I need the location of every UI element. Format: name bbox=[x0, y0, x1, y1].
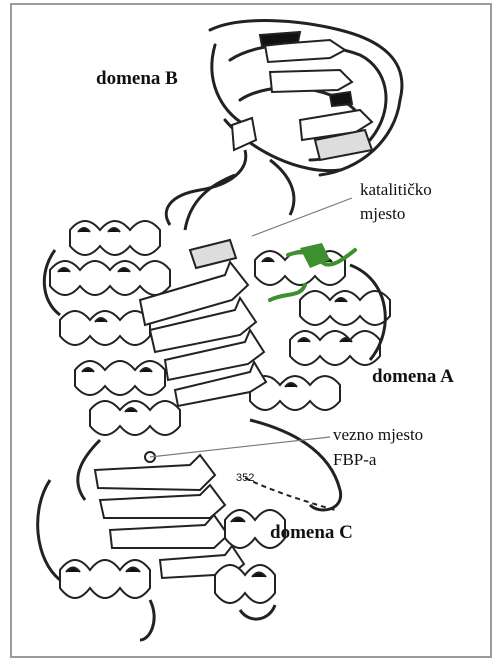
domain-a-label: domena A bbox=[372, 366, 454, 389]
residue-number-label: 352 bbox=[236, 472, 254, 485]
domain-c-label: domena C bbox=[270, 522, 353, 545]
fbp-site-label-line2: FBP-a bbox=[333, 450, 376, 470]
catalytic-site-label-line1: katalitičko bbox=[360, 180, 432, 200]
catalytic-site-label-line2: mjesto bbox=[360, 204, 405, 224]
fbp-site-label-line1: vezno mjesto bbox=[333, 425, 423, 445]
domain-b-label: domena B bbox=[96, 68, 178, 91]
